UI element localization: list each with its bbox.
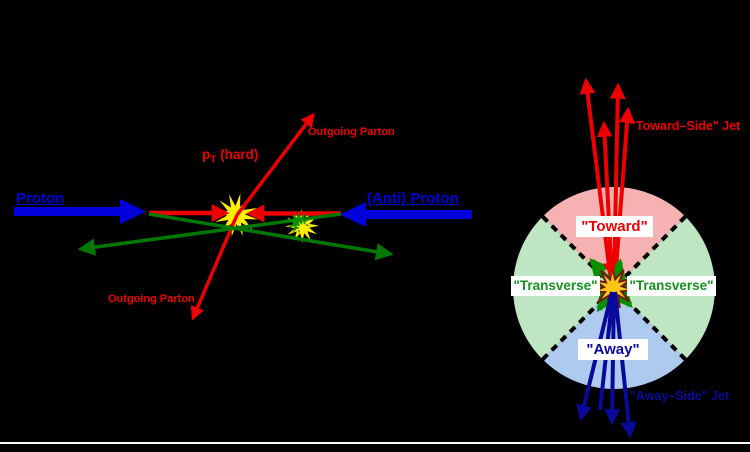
toward-region-label: "Toward" bbox=[576, 216, 653, 237]
event-topology-circle bbox=[513, 77, 715, 439]
antiproton-beam-arrow bbox=[340, 202, 472, 227]
away-region-label: "Away" bbox=[578, 339, 648, 360]
bottom-rule-divider bbox=[0, 442, 750, 444]
antiproton-label: (Anti) Proton bbox=[367, 190, 459, 207]
hard-scattering-diagram bbox=[14, 112, 472, 321]
transverse-region-label-left: "Transverse" bbox=[511, 276, 600, 296]
pt-base: p bbox=[202, 147, 211, 162]
outgoing-parton-label-bottom: Outgoing Parton bbox=[108, 293, 195, 305]
collision-flash-secondary-core bbox=[295, 220, 311, 236]
pt-subscript: T bbox=[210, 154, 217, 166]
outgoing-parton-label-top: Outgoing Parton bbox=[308, 126, 395, 138]
outgoing-parton-arrow-down bbox=[190, 214, 239, 321]
toward-side-jet-label: "Toward–Side" Jet bbox=[630, 119, 741, 133]
away-side-jet-label: "Away–Side" Jet bbox=[630, 389, 730, 403]
outgoing-parton-arrow-up bbox=[235, 112, 315, 217]
central-collision-flash bbox=[592, 266, 635, 309]
proton-beam-arrow bbox=[14, 199, 146, 224]
pt-rest: (hard) bbox=[216, 147, 259, 162]
toward-jet-arrows bbox=[579, 77, 636, 283]
pt-hard-label: pT (hard) bbox=[202, 147, 259, 166]
incoming-parton-center-arrow bbox=[602, 249, 617, 277]
transverse-region-label-right: "Transverse" bbox=[627, 276, 716, 296]
proton-label: Proton bbox=[16, 190, 65, 207]
beam-remnant-arrow-right bbox=[148, 212, 394, 261]
